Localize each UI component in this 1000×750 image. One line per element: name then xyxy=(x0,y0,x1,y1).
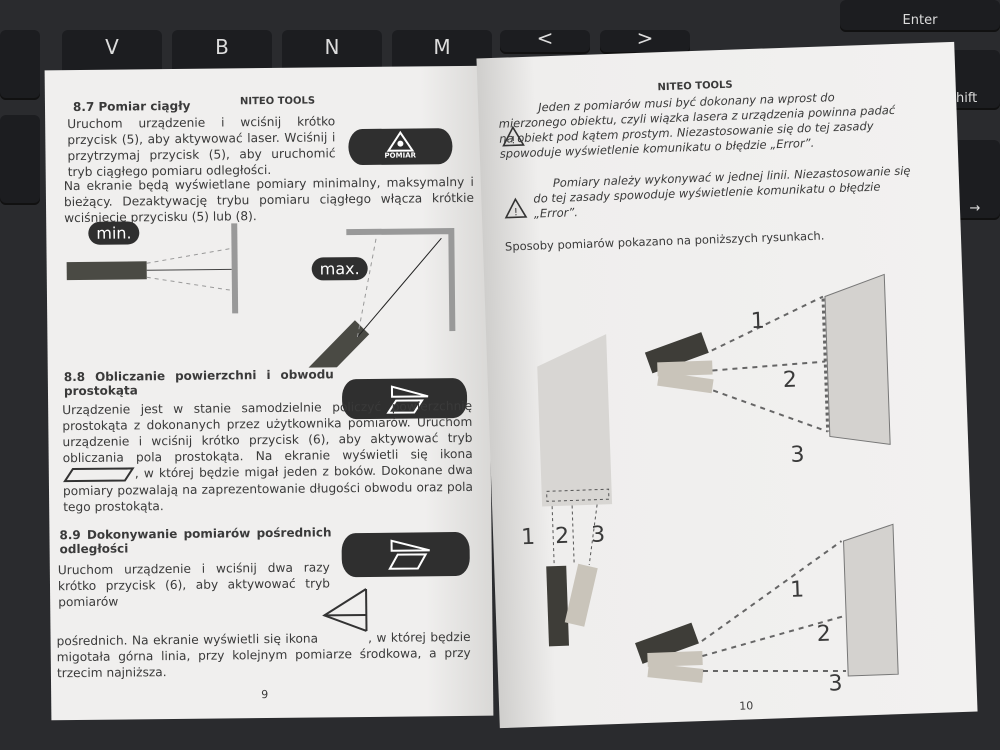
warning-text-2: Pomiary należy wykonywać w jednej linii.… xyxy=(533,163,911,221)
pomiar-button-image: POMIAR xyxy=(348,128,453,166)
section-title-8-7: 8.7 Pomiar ciągły xyxy=(72,98,191,115)
page-number: 10 xyxy=(738,699,754,713)
key-greater[interactable]: > xyxy=(600,26,690,54)
figure-label-2: 2 xyxy=(816,621,832,648)
figure-label-1: 1 xyxy=(520,524,536,551)
figure-label-1: 1 xyxy=(789,577,805,603)
section-8-8-text-1: Urządzenie jest w stanie samodzielnie po… xyxy=(62,398,473,466)
indirect-button-image xyxy=(341,531,470,578)
area-button-image xyxy=(341,377,468,420)
section-8-9-text-2: pośrednich. Na ekranie wyświetli się iko… xyxy=(57,629,471,681)
figure-label-3: 3 xyxy=(590,522,606,548)
figure-label-1: 1 xyxy=(750,308,766,335)
key-less[interactable]: < xyxy=(500,26,590,54)
page-number: 9 xyxy=(261,688,269,702)
pomiar-label: POMIAR xyxy=(384,151,417,160)
max-badge: max. xyxy=(311,256,368,281)
left-page: NITEO TOOLS 8.7 Pomiar ciągły Uruchom ur… xyxy=(44,65,494,721)
warning-icon: ! xyxy=(504,197,528,219)
section-title-8-8: 8.8 Obliczanie powierzchni i obwodu pros… xyxy=(63,367,334,399)
laser-icon xyxy=(386,130,415,152)
indirect-mode-icon xyxy=(388,539,430,570)
measurement-diagram xyxy=(537,273,899,683)
svg-text:!: ! xyxy=(514,207,518,218)
key[interactable] xyxy=(0,115,40,205)
section-8-7-text: Uruchom urządzenie i wciśnij krótko przy… xyxy=(67,114,336,180)
triangle-lines-icon xyxy=(322,588,368,632)
page-header: NITEO TOOLS xyxy=(657,79,733,94)
figure-label-3: 3 xyxy=(828,671,843,697)
svg-text:!: ! xyxy=(511,135,515,146)
warning-text-1: Jeden z pomiarów musi być dokonany na wp… xyxy=(498,90,896,161)
section-8-9-text: Uruchom urządzenie i wciśnij dwa razy kr… xyxy=(57,560,331,610)
page-header: NITEO TOOLS xyxy=(239,95,316,108)
key[interactable] xyxy=(0,30,40,100)
warning-icon: ! xyxy=(502,125,525,147)
section-8-9-text-2a: pośrednich. Na ekranie wyświetli się iko… xyxy=(56,631,319,649)
key-enter[interactable]: Enter xyxy=(840,0,1000,32)
section-8-8-text: Urządzenie jest w stanie samodzielnie po… xyxy=(62,398,473,515)
area-mode-icon xyxy=(386,385,429,414)
figure-label-2: 2 xyxy=(554,523,570,550)
figure-label-2: 2 xyxy=(782,367,798,394)
figure-label-3: 3 xyxy=(790,442,805,468)
continuous-measure-diagram xyxy=(66,223,456,371)
right-page: NITEO TOOLS ! Jeden z pomiarów musi być … xyxy=(476,41,978,729)
rectangle-icon xyxy=(63,466,135,482)
section-title-8-9: 8.9 Dokonywanie pomiarów pośrednich odle… xyxy=(59,525,332,557)
